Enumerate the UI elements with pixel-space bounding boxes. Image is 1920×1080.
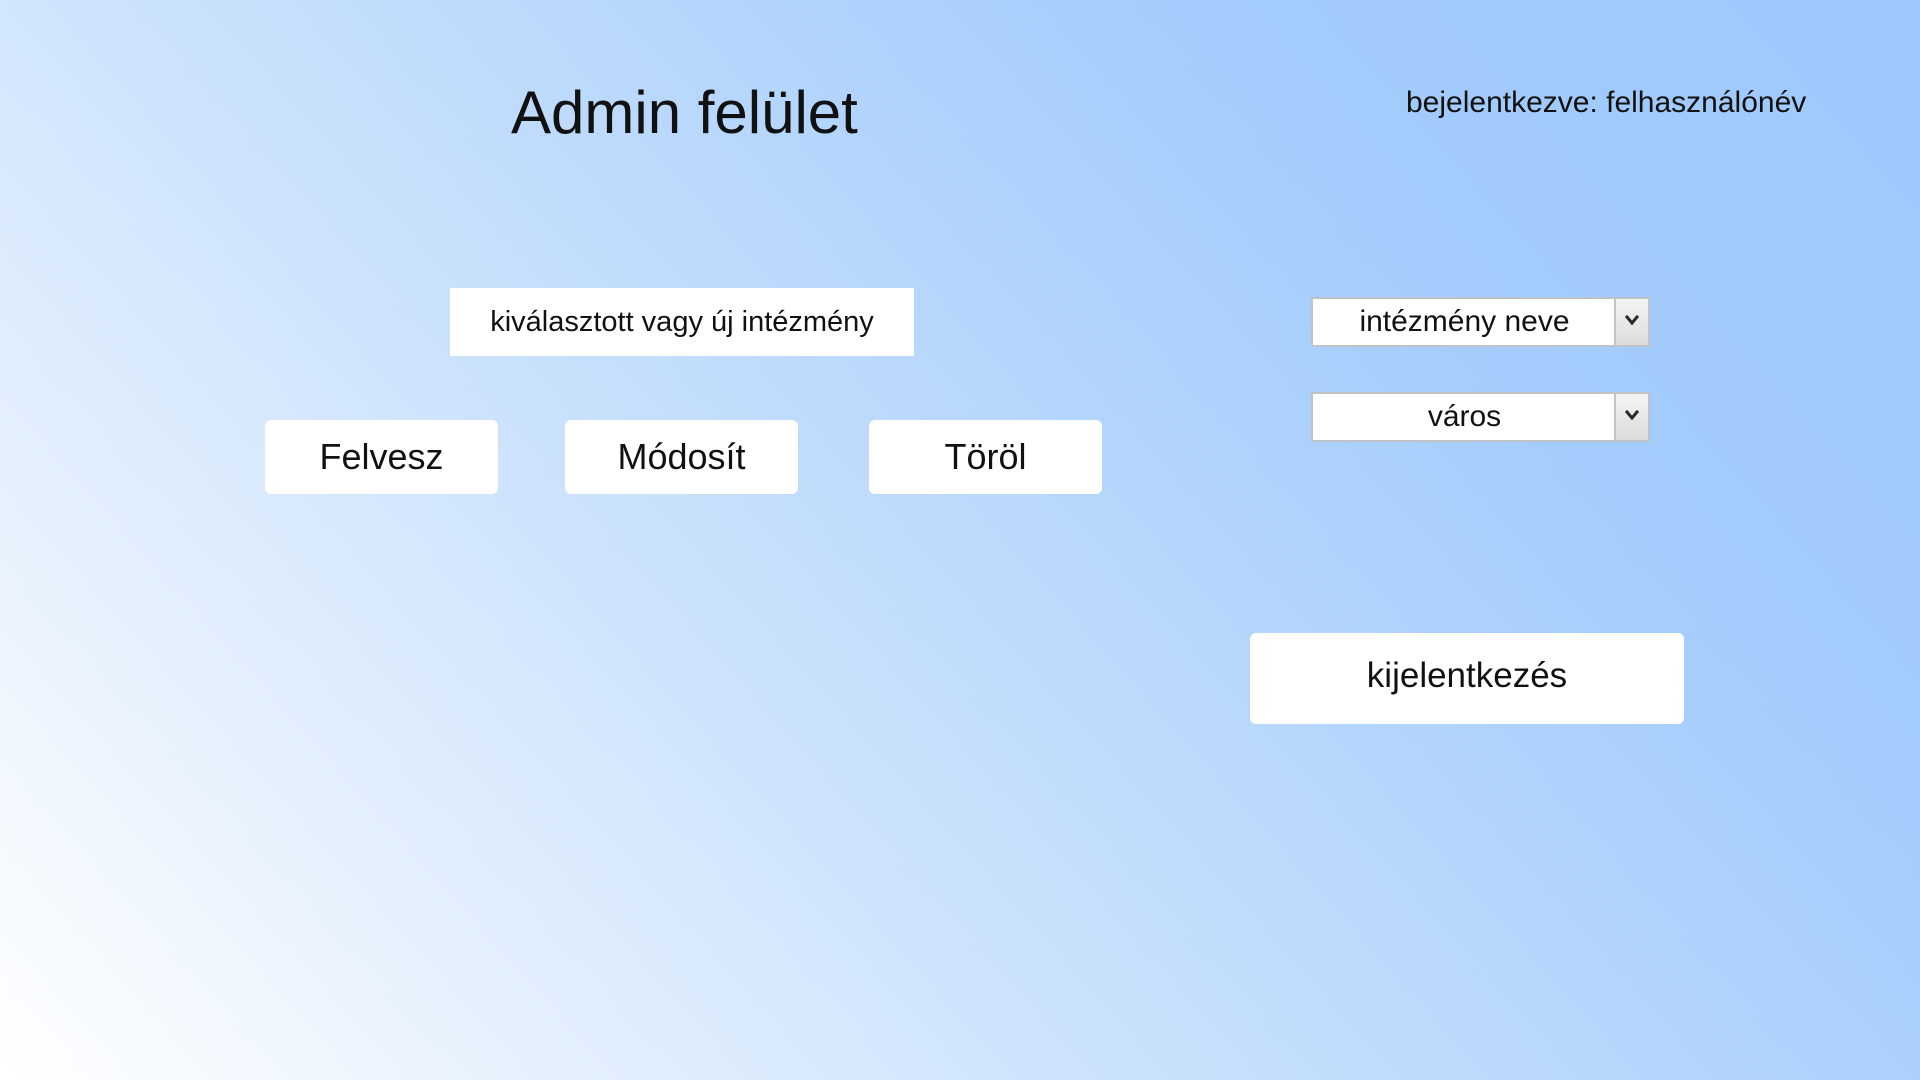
institution-input[interactable]: [450, 288, 914, 356]
chevron-down-icon[interactable]: [1614, 394, 1648, 440]
city-select[interactable]: város: [1311, 392, 1650, 442]
chevron-down-icon[interactable]: [1614, 299, 1648, 345]
login-status: bejelentkezve: felhasználónév: [1406, 86, 1807, 119]
page-title: Admin felület: [511, 79, 858, 146]
logout-button[interactable]: kijelentkezés: [1250, 633, 1684, 724]
institution-name-select[interactable]: intézmény neve: [1311, 297, 1650, 347]
institution-name-select-value: intézmény neve: [1359, 305, 1570, 338]
city-select-value: város: [1427, 400, 1502, 433]
modify-button[interactable]: Módosít: [565, 420, 798, 494]
delete-button[interactable]: Töröl: [869, 420, 1102, 494]
add-button[interactable]: Felvesz: [265, 420, 498, 494]
